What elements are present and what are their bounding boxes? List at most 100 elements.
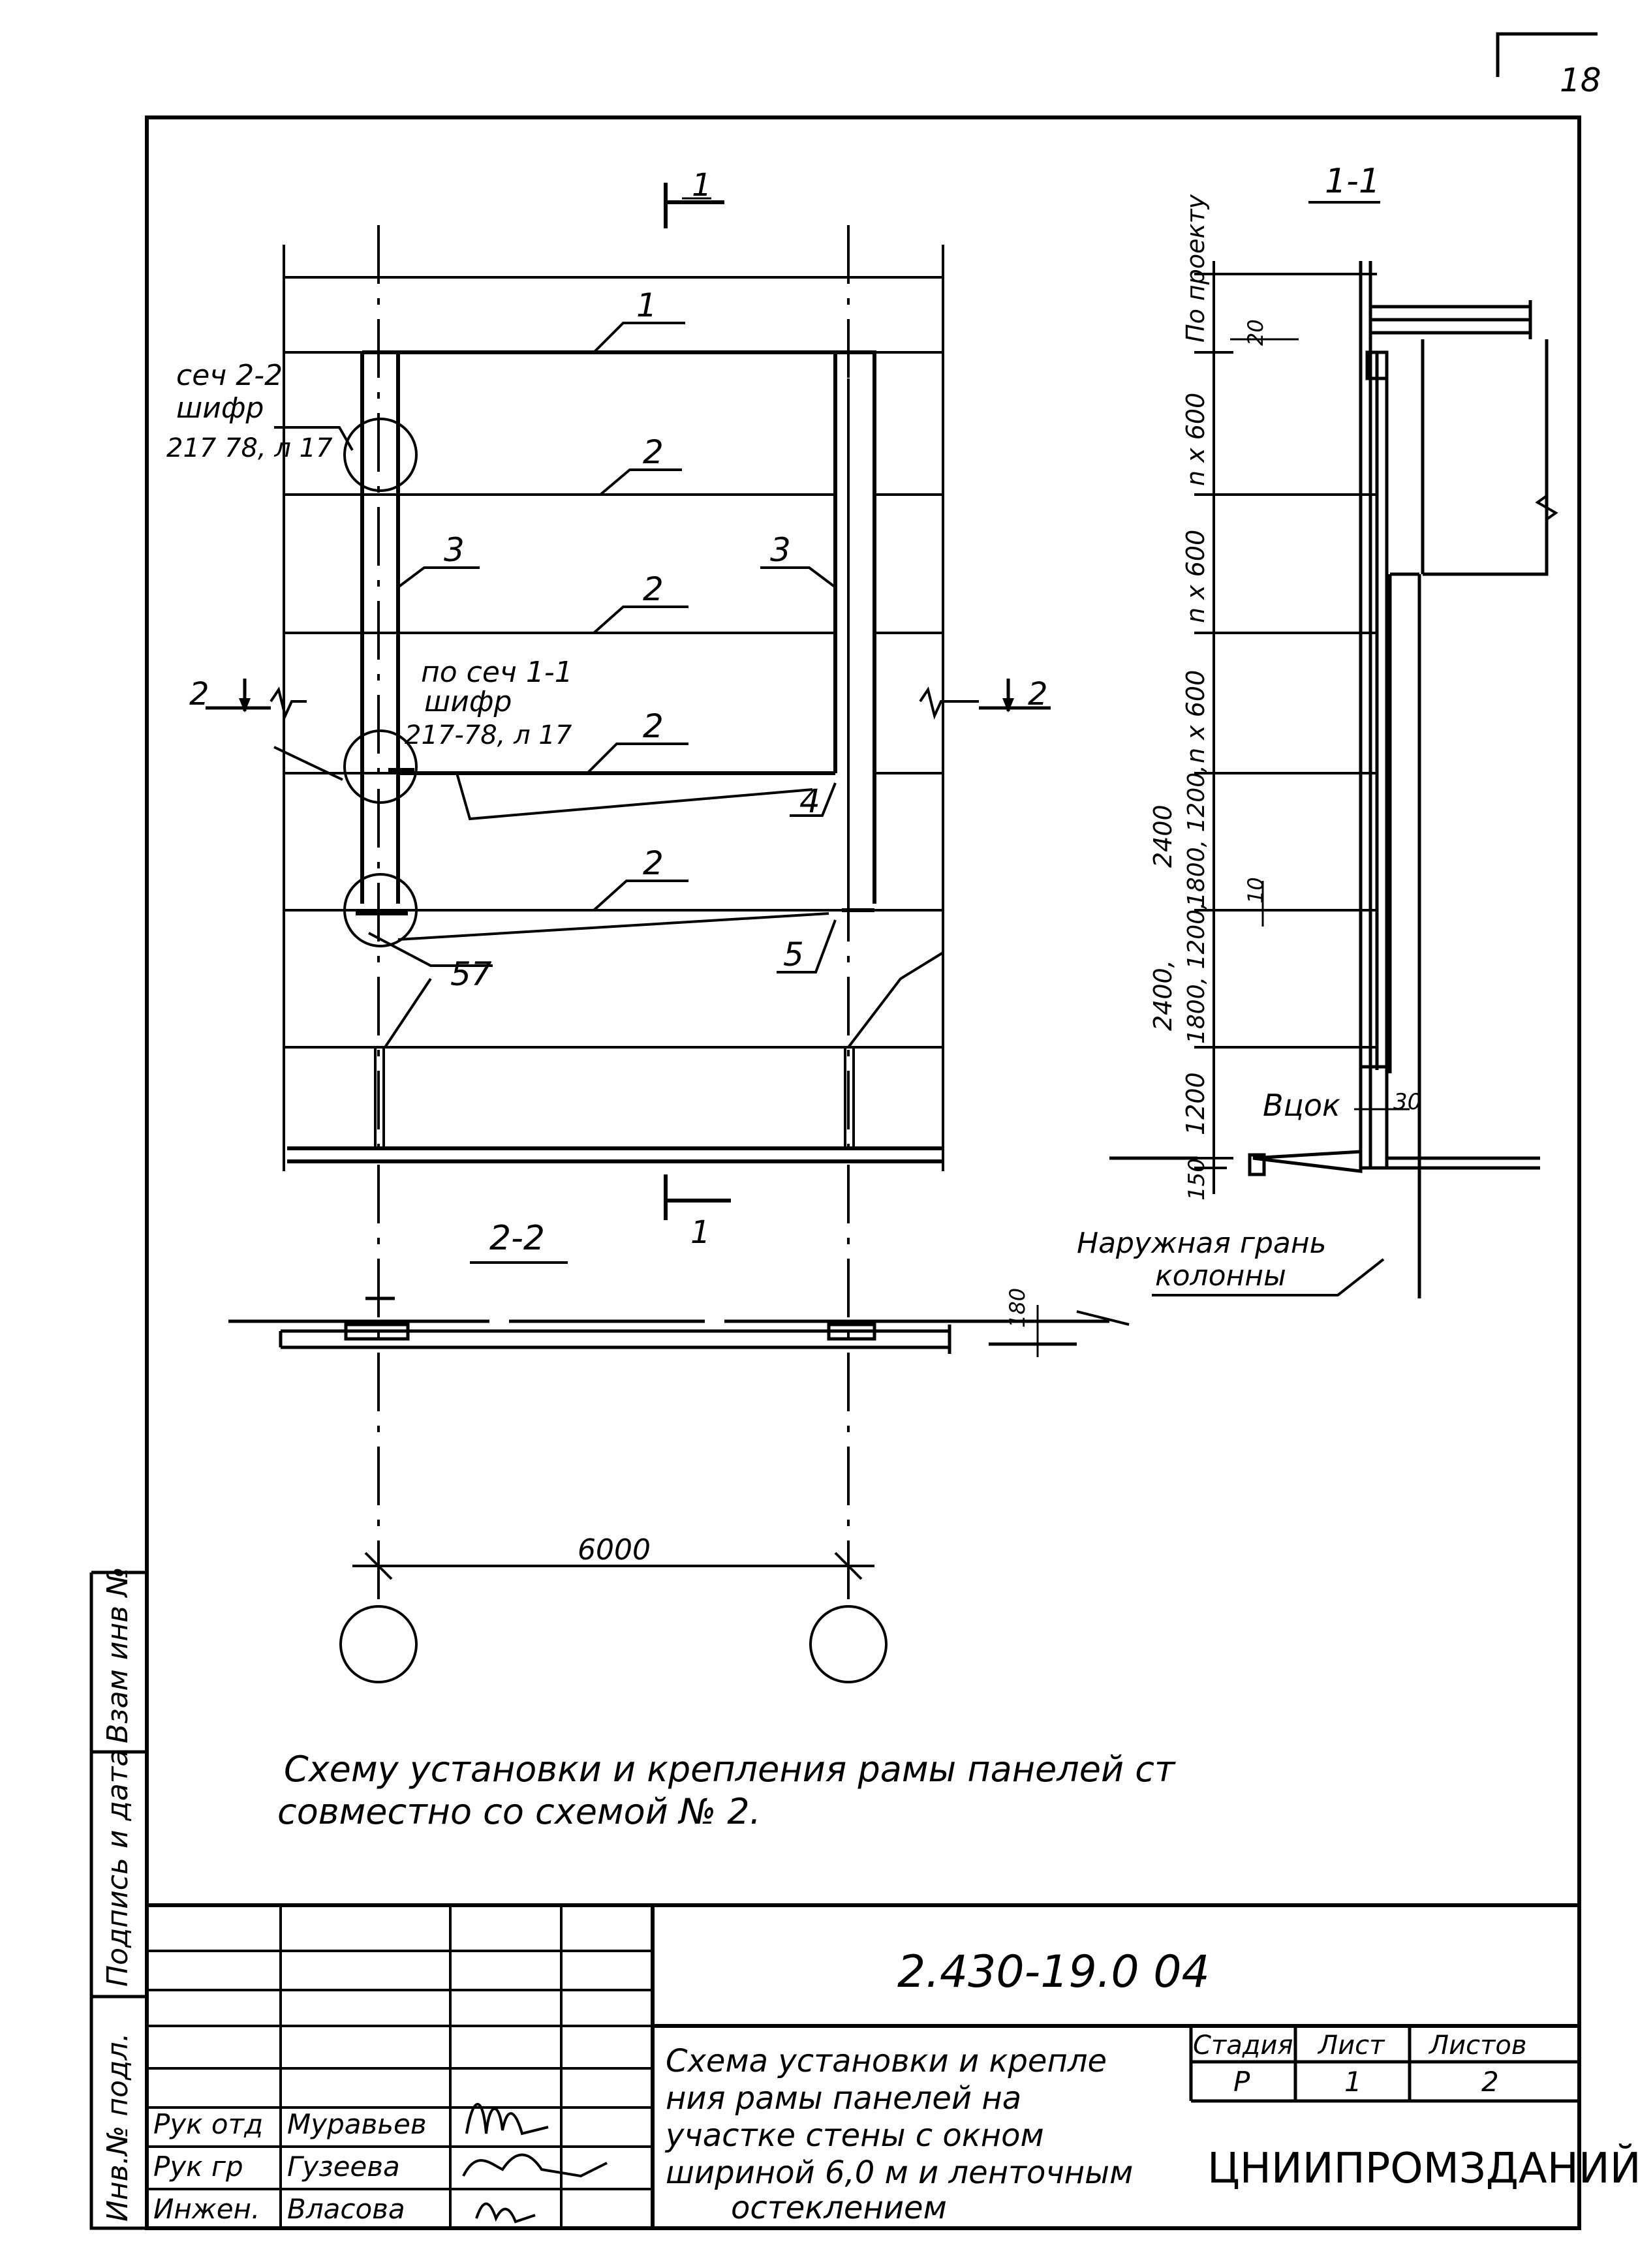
dim-ticks <box>1109 273 1377 1169</box>
note-sec11-line3: 217-78, л 17 <box>405 720 572 750</box>
section-mark-bottom: 1 <box>664 1174 731 1251</box>
sill-band <box>287 1146 943 1163</box>
callout-2c: 2 <box>643 707 664 745</box>
note-sec22-line2: шифр <box>176 391 264 425</box>
dim-nx600-c: n x 600 <box>1181 670 1210 763</box>
callout-leaders <box>273 322 944 1049</box>
header-sheets: Листов <box>1428 2030 1526 2061</box>
value-sheets: 2 <box>1481 2066 1499 2098</box>
page-number: 18 <box>1560 61 1601 99</box>
dim-2400-b: 2400, <box>1149 960 1177 1031</box>
callout-2d: 2 <box>643 844 664 882</box>
wall-section-plan <box>228 1296 1109 1354</box>
sheet-frame <box>145 115 1581 2230</box>
dim-180: 180 <box>1005 1288 1030 1328</box>
section-2-label-left: 2 <box>189 676 209 713</box>
section-mark-right: 2 <box>919 676 1051 720</box>
sig-name-3: Власова <box>287 2193 405 2225</box>
outer-face-label: Наружная грань колонны <box>1076 1227 1385 1326</box>
axis-bubble-right <box>809 1605 888 1683</box>
dim-10: 10 <box>1243 877 1268 904</box>
note-section-1-1: по сеч 1-1 шифр 217-78, л 17 <box>405 656 573 750</box>
title-line2: ния рамы панелей на <box>666 2080 1021 2117</box>
break-line-right <box>1535 457 1558 574</box>
sig-name-2: Гузеева <box>287 2151 400 2183</box>
outer-face-line2: колонны <box>1155 1259 1286 1293</box>
callout-4: 4 <box>799 782 820 820</box>
header-stage: Стадия <box>1193 2030 1293 2061</box>
title-line1: Схема установки и крепле <box>666 2043 1107 2079</box>
dim-20: 20 <box>1243 319 1268 346</box>
note-section-2-2: сеч 2-2 шифр 217 78, л 17 <box>166 359 333 463</box>
sig-role-3: Инжен. <box>153 2193 260 2225</box>
general-note: Схему установки и крепления рамы панелей… <box>277 1749 1176 1832</box>
dim-1800-1200-a: 1800, 1200, <box>1183 765 1210 907</box>
side-stamp: Инв.№ подл. Подпись и дата Взам инв № <box>89 1567 147 2230</box>
dim-2400-a: 2400 <box>1149 805 1177 868</box>
section-1-1: 1-1 По проекту n x 600 n x 600 n x 600 2… <box>1076 162 1558 1326</box>
note-line2: совместно со схемой № 2. <box>277 1791 761 1832</box>
outer-face-line1: Наружная грань <box>1077 1227 1327 1260</box>
note-line1: Схему установки и крепления рамы панелей… <box>284 1749 1176 1790</box>
sig-role-1: Рук отд <box>153 2108 263 2140</box>
sig-role-2: Рук гр <box>153 2151 243 2183</box>
section-1-label-bottom: 1 <box>690 1214 711 1251</box>
section-1-1-title: 1-1 <box>1325 162 1380 201</box>
label-btsok: Вцок <box>1263 1088 1340 1123</box>
header-sheet: Лист <box>1317 2030 1385 2061</box>
stand-right <box>844 1047 855 1148</box>
title-line4: шириной 6,0 м и ленточным <box>666 2154 1133 2191</box>
note-sec11-line1: по сеч 1-1 <box>421 656 573 689</box>
panel-joints-right <box>874 493 943 774</box>
dim-po-proektu: По проекту <box>1181 194 1210 343</box>
section-2-label-right: 2 <box>1028 676 1048 713</box>
dim-1800-1200-b: 1800, 1200, <box>1183 902 1210 1044</box>
dim-nx600-a: n x 600 <box>1181 393 1210 486</box>
page-number-corner: 18 <box>1496 32 1601 99</box>
detail-circle-mid <box>343 729 418 804</box>
dim-150: 150 <box>1184 1158 1210 1201</box>
callout-5: 5 <box>783 936 804 973</box>
panel-joints <box>284 276 943 1049</box>
handwritten-signatures <box>462 2103 608 2224</box>
organization-name: ЦНИИПРОМЗДАНИЙ <box>1207 2143 1638 2193</box>
top-beam <box>1365 300 1549 576</box>
value-sheet: 1 <box>1344 2066 1362 2098</box>
drawing-code: 2.430-19.0 04 <box>897 1946 1210 1998</box>
callout-2b: 2 <box>643 570 664 608</box>
callout-2a: 2 <box>643 433 664 471</box>
side-stamp-inventory: Инв.№ подл. <box>101 2032 134 2222</box>
detail-circle-top <box>343 418 418 492</box>
wall-profile <box>1359 261 1421 1298</box>
section-2-2-title: 2-2 <box>489 1219 545 1258</box>
note-sec11-line2: шифр <box>424 685 512 718</box>
span-dimension-text: 6000 <box>578 1533 651 1567</box>
callout-57: 57 <box>450 955 492 993</box>
dim-1200: 1200 <box>1181 1072 1210 1135</box>
sig-name-1: Муравьев <box>287 2108 427 2140</box>
floor-line <box>1109 1150 1540 1176</box>
callout-1: 1 <box>636 286 657 324</box>
note-sec22-line1: сеч 2-2 <box>176 359 283 392</box>
section-mark-left: 2 <box>189 676 307 720</box>
callout-3-left: 3 <box>444 531 465 569</box>
side-stamp-replaces: Взам инв № <box>101 1567 134 1743</box>
side-stamp-signature-date: Подпись и дата <box>101 1749 134 1987</box>
stand-left <box>374 1047 385 1148</box>
title-line5: остеклением <box>731 2190 947 2226</box>
callout-3-right: 3 <box>770 531 791 569</box>
window-frame-inner <box>398 350 835 775</box>
plan-view: 1 1 2 2 <box>166 167 1051 1612</box>
dim-nx600-b: n x 600 <box>1181 530 1210 623</box>
title-block: 2.430-19.0 04 Схема установки и крепле н… <box>147 1903 1638 2228</box>
section-2-2: 2-2 180 6000 <box>228 1219 1109 1683</box>
value-stage: Р <box>1233 2066 1250 2098</box>
note-sec22-line3: 217 78, л 17 <box>166 433 333 463</box>
detail-circle-low <box>343 873 418 947</box>
dim-30: 30 <box>1393 1089 1421 1115</box>
title-line3: участке стены с окном <box>664 2117 1044 2154</box>
axis-bubble-left <box>339 1605 418 1683</box>
window-frame <box>360 350 876 904</box>
section-mark-top: 1 <box>664 167 724 228</box>
